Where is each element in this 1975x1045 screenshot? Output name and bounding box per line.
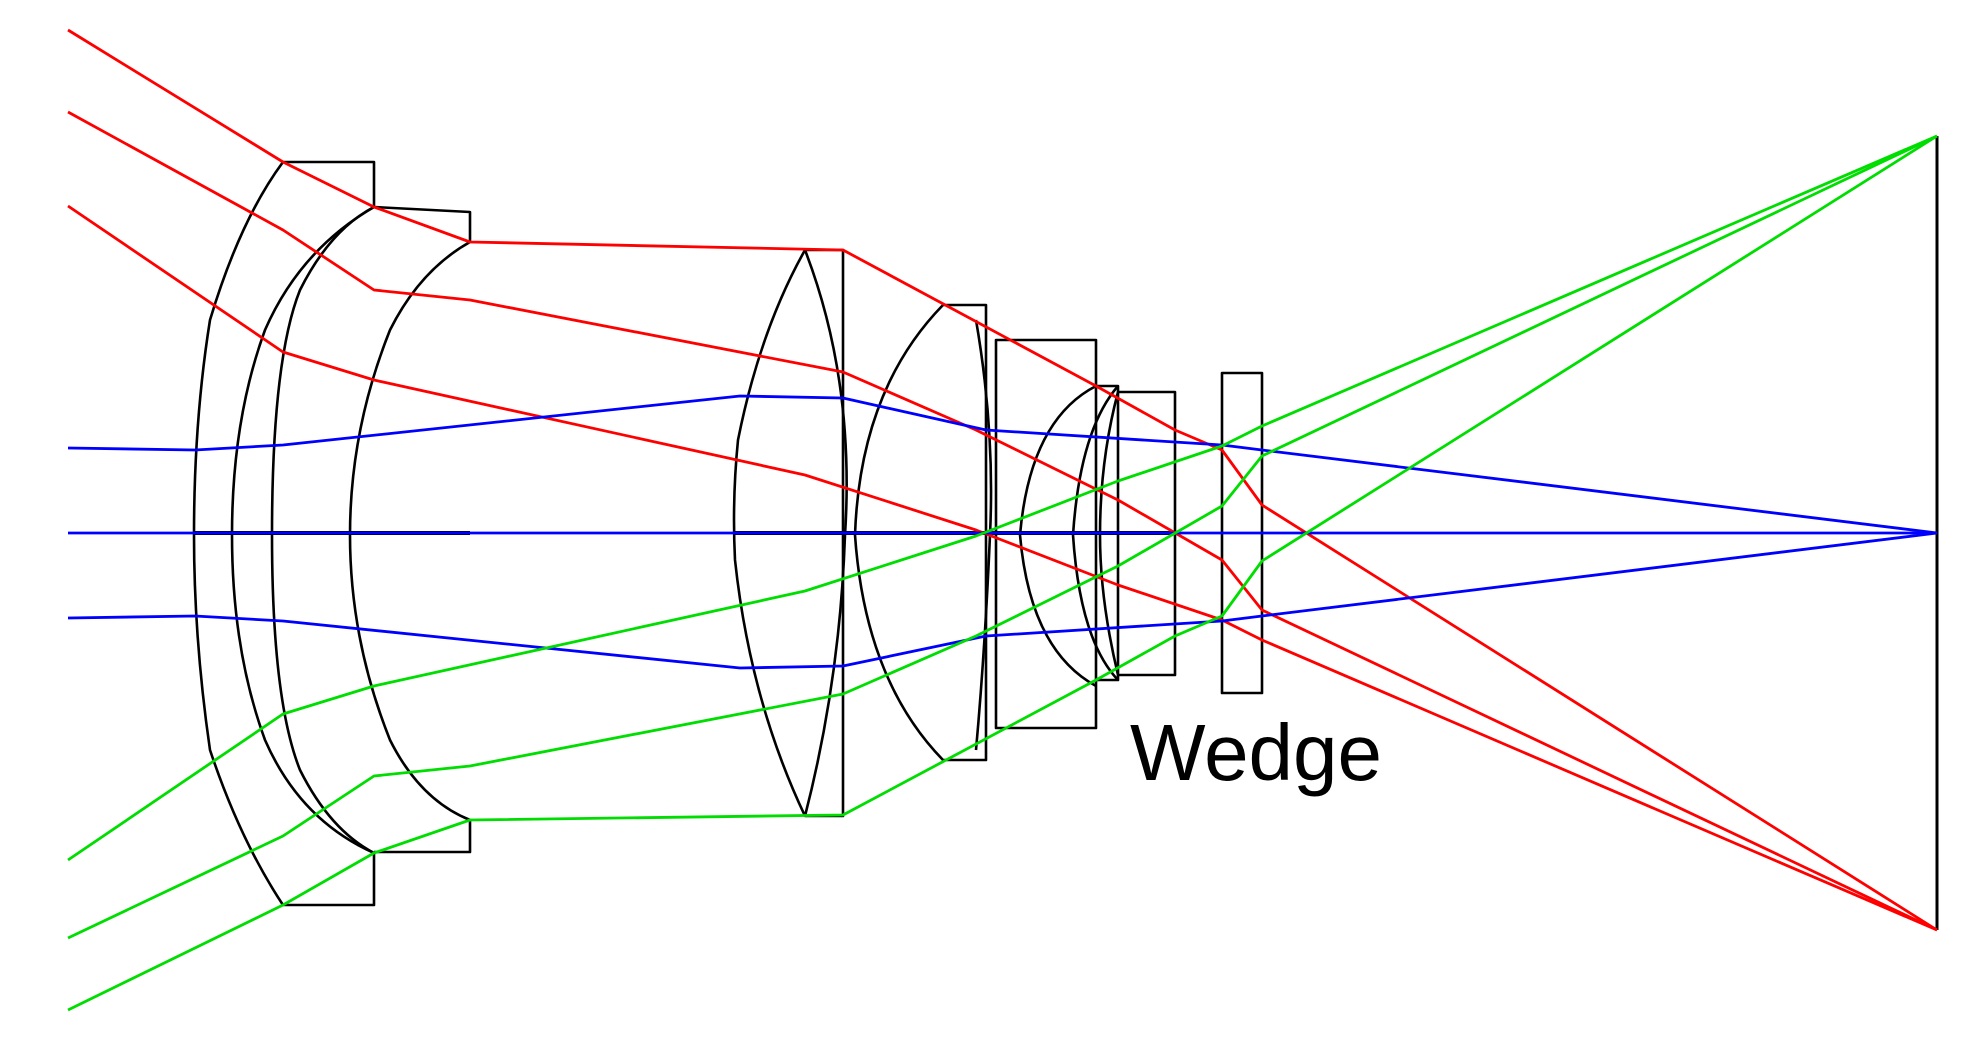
blue-ray-3 (67, 531, 1938, 670)
lens-element-4 (853, 303, 988, 762)
green-ray-3 (67, 134, 1938, 862)
red-ray-2 (67, 110, 1938, 932)
blue-ray-1 (67, 394, 1938, 535)
lens-element-1-inner-curve (230, 205, 375, 855)
ray-fan-onaxis (67, 394, 1938, 670)
wedge-plate (1220, 371, 1264, 695)
red-ray-1 (67, 28, 1938, 932)
lens-element-2 (348, 205, 472, 854)
green-ray-2 (67, 134, 1938, 940)
lens-element-5-curve (1018, 384, 1097, 688)
green-ray-1 (67, 134, 1938, 1012)
ray-fan-offaxis-top (67, 28, 1938, 932)
lens-element-3 (732, 248, 845, 818)
lens-element-5 (994, 338, 1098, 730)
red-ray-3 (67, 204, 1938, 932)
ray-fan-offaxis-bottom (67, 134, 1938, 1012)
wedge-label: Wedge (1130, 708, 1382, 797)
